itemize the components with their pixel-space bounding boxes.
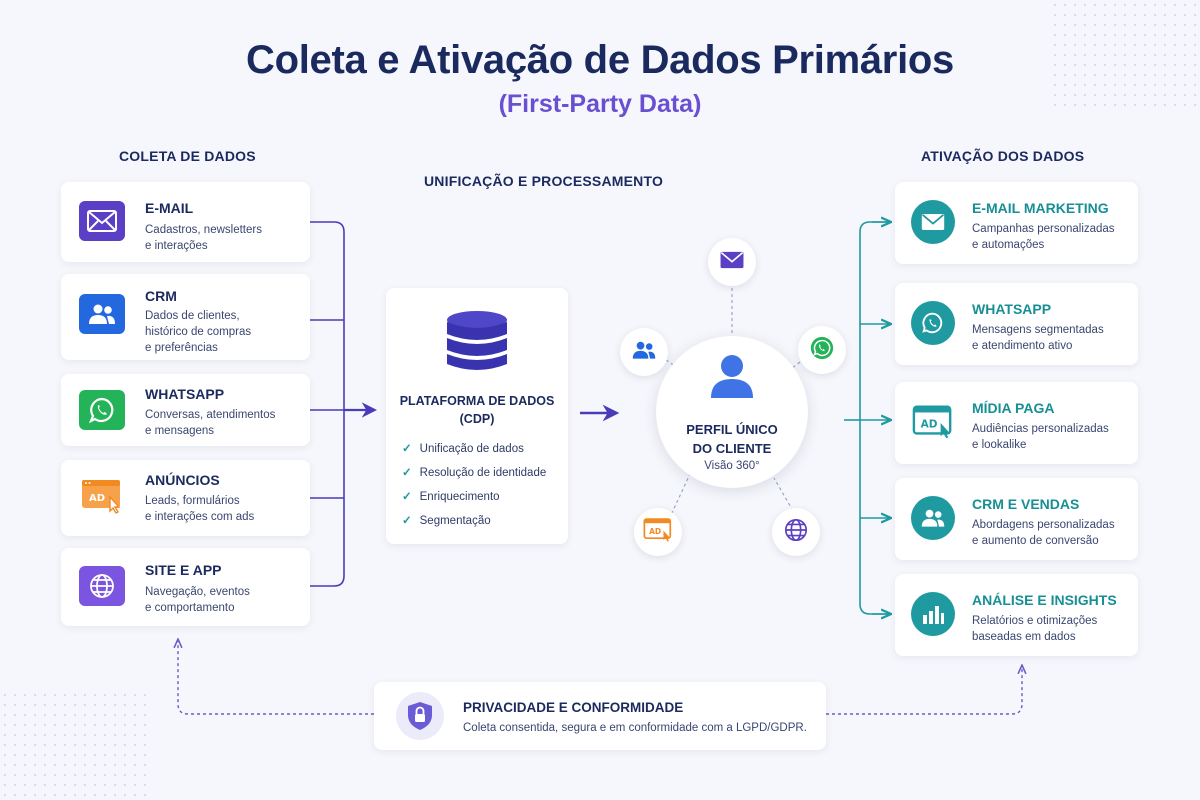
activate-card-analytics: ANÁLISE E INSIGHTS Relatórios e otimizaç…: [895, 574, 1138, 656]
database-icon: [444, 310, 510, 379]
ad-badge-text: AD: [921, 419, 938, 431]
globe-icon: [783, 517, 809, 548]
activate-card-title: MÍDIA PAGA: [972, 400, 1055, 416]
envelope-icon: [79, 201, 125, 241]
ad-badge-text: AD: [89, 493, 105, 504]
globe-icon: [79, 566, 125, 606]
chart-icon: [911, 592, 955, 636]
ad-icon: AD: [911, 400, 955, 444]
activate-card-whatsapp: WHATSAPP Mensagens segmentadas e atendim…: [895, 283, 1138, 365]
check-icon: ✓: [402, 515, 412, 527]
activate-card-crm-sales: CRM E VENDAS Abordagens personalizadas e…: [895, 478, 1138, 560]
activate-card-email-marketing: E-MAIL MARKETING Campanhas personalizada…: [895, 182, 1138, 264]
collect-card-desc: Conversas, atendimentos e mensagens: [145, 409, 276, 437]
privacy-title: PRIVACIDADE E CONFORMIDADE: [463, 700, 684, 715]
collect-card-site-app: SITE E APP Navegação, eventos e comporta…: [61, 548, 310, 626]
section-activate-heading: ATIVAÇÃO DOS DADOS: [921, 148, 1085, 164]
page-title: Coleta e Ativação de Dados Primários: [246, 38, 954, 82]
collect-card-desc: Cadastros, newsletters e interações: [145, 224, 262, 252]
collect-card-crm: CRM Dados de clientes, histórico de comp…: [61, 274, 310, 360]
section-collect-heading: COLETA DE DADOS: [119, 148, 256, 164]
people-icon: [79, 294, 125, 334]
envelope-icon: [911, 200, 955, 244]
collect-card-desc: Navegação, eventos e comportamento: [145, 586, 250, 614]
activate-card-desc: Relatórios e otimizações baseadas em dad…: [972, 615, 1098, 643]
collect-card-title: ANÚNCIOS: [145, 472, 220, 488]
check-icon: ✓: [402, 443, 412, 455]
ad-icon: AD: [643, 517, 673, 548]
collect-card-title: CRM: [145, 288, 177, 304]
decor-dots-bottom-left: [0, 690, 150, 800]
activate-card-desc: Audiências personalizadas e lookalike: [972, 423, 1109, 451]
cdp-feature: ✓Enriquecimento: [402, 491, 500, 503]
satellite-crm: [620, 328, 668, 376]
check-icon: ✓: [402, 467, 412, 479]
ad-badge-text: AD: [649, 527, 661, 536]
privacy-desc: Coleta consentida, segura e em conformid…: [463, 722, 807, 734]
ad-icon: AD: [79, 476, 125, 516]
whatsapp-icon: [809, 335, 835, 366]
activate-card-title: E-MAIL MARKETING: [972, 200, 1109, 216]
collect-card-title: E-MAIL: [145, 200, 194, 216]
collect-bracket: [310, 221, 620, 587]
whatsapp-icon: [79, 390, 125, 430]
satellite-whatsapp: [798, 326, 846, 374]
privacy-feedback-lines: [178, 640, 1022, 715]
activate-card-title: CRM E VENDAS: [972, 496, 1080, 512]
collect-card-title: SITE E APP: [145, 562, 222, 578]
satellite-globe: [772, 508, 820, 556]
shield-lock-icon: [396, 692, 444, 740]
decor-dots-top-right: [1050, 0, 1200, 110]
profile-title: PERFIL ÚNICO DO CLIENTE: [686, 422, 778, 456]
profile-subtitle: Visão 360°: [704, 460, 760, 472]
collect-card-ads: AD ANÚNCIOS Leads, formulários e interaç…: [61, 460, 310, 536]
collect-card-whatsapp: WHATSAPP Conversas, atendimentos e mensa…: [61, 374, 310, 446]
cdp-card: PLATAFORMA DE DADOS (CDP) ✓Unificação de…: [386, 288, 568, 544]
whatsapp-icon: [911, 301, 955, 345]
cdp-title: PLATAFORMA DE DADOS (CDP): [399, 394, 555, 426]
privacy-card: PRIVACIDADE E CONFORMIDADE Coleta consen…: [374, 682, 826, 750]
check-icon: ✓: [402, 491, 412, 503]
customer-profile-circle: PERFIL ÚNICO DO CLIENTE Visão 360°: [656, 336, 808, 488]
activate-bracket: [844, 222, 890, 614]
satellite-email: [708, 238, 756, 286]
activate-card-title: WHATSAPP: [972, 301, 1052, 317]
activate-card-paid-media: AD MÍDIA PAGA Audiências personalizadas …: [895, 382, 1138, 464]
collect-card-desc: Leads, formulários e interações com ads: [145, 495, 255, 523]
cdp-feature: ✓Segmentação: [402, 515, 491, 527]
cdp-feature: ✓Unificação de dados: [402, 443, 524, 455]
activate-card-desc: Abordagens personalizadas e aumento de c…: [972, 519, 1115, 547]
cdp-feature: ✓Resolução de identidade: [402, 467, 547, 479]
activate-card-desc: Campanhas personalizadas e automações: [972, 223, 1115, 251]
collect-card-email: E-MAIL Cadastros, newsletters e interaçõ…: [61, 182, 310, 262]
satellite-ads: AD: [634, 508, 682, 556]
envelope-icon: [719, 251, 745, 274]
people-icon: [631, 340, 657, 365]
activate-card-title: ANÁLISE E INSIGHTS: [972, 592, 1117, 608]
collect-card-title: WHATSAPP: [145, 386, 225, 402]
section-unify-heading: UNIFICAÇÃO E PROCESSAMENTO: [424, 173, 664, 189]
person-icon: [708, 352, 756, 405]
activate-card-desc: Mensagens segmentadas e atendimento ativ…: [972, 324, 1104, 352]
people-icon: [911, 496, 955, 540]
page-subtitle: (First-Party Data): [498, 90, 702, 118]
collect-card-desc: Dados de clientes, histórico de compras …: [145, 310, 252, 354]
